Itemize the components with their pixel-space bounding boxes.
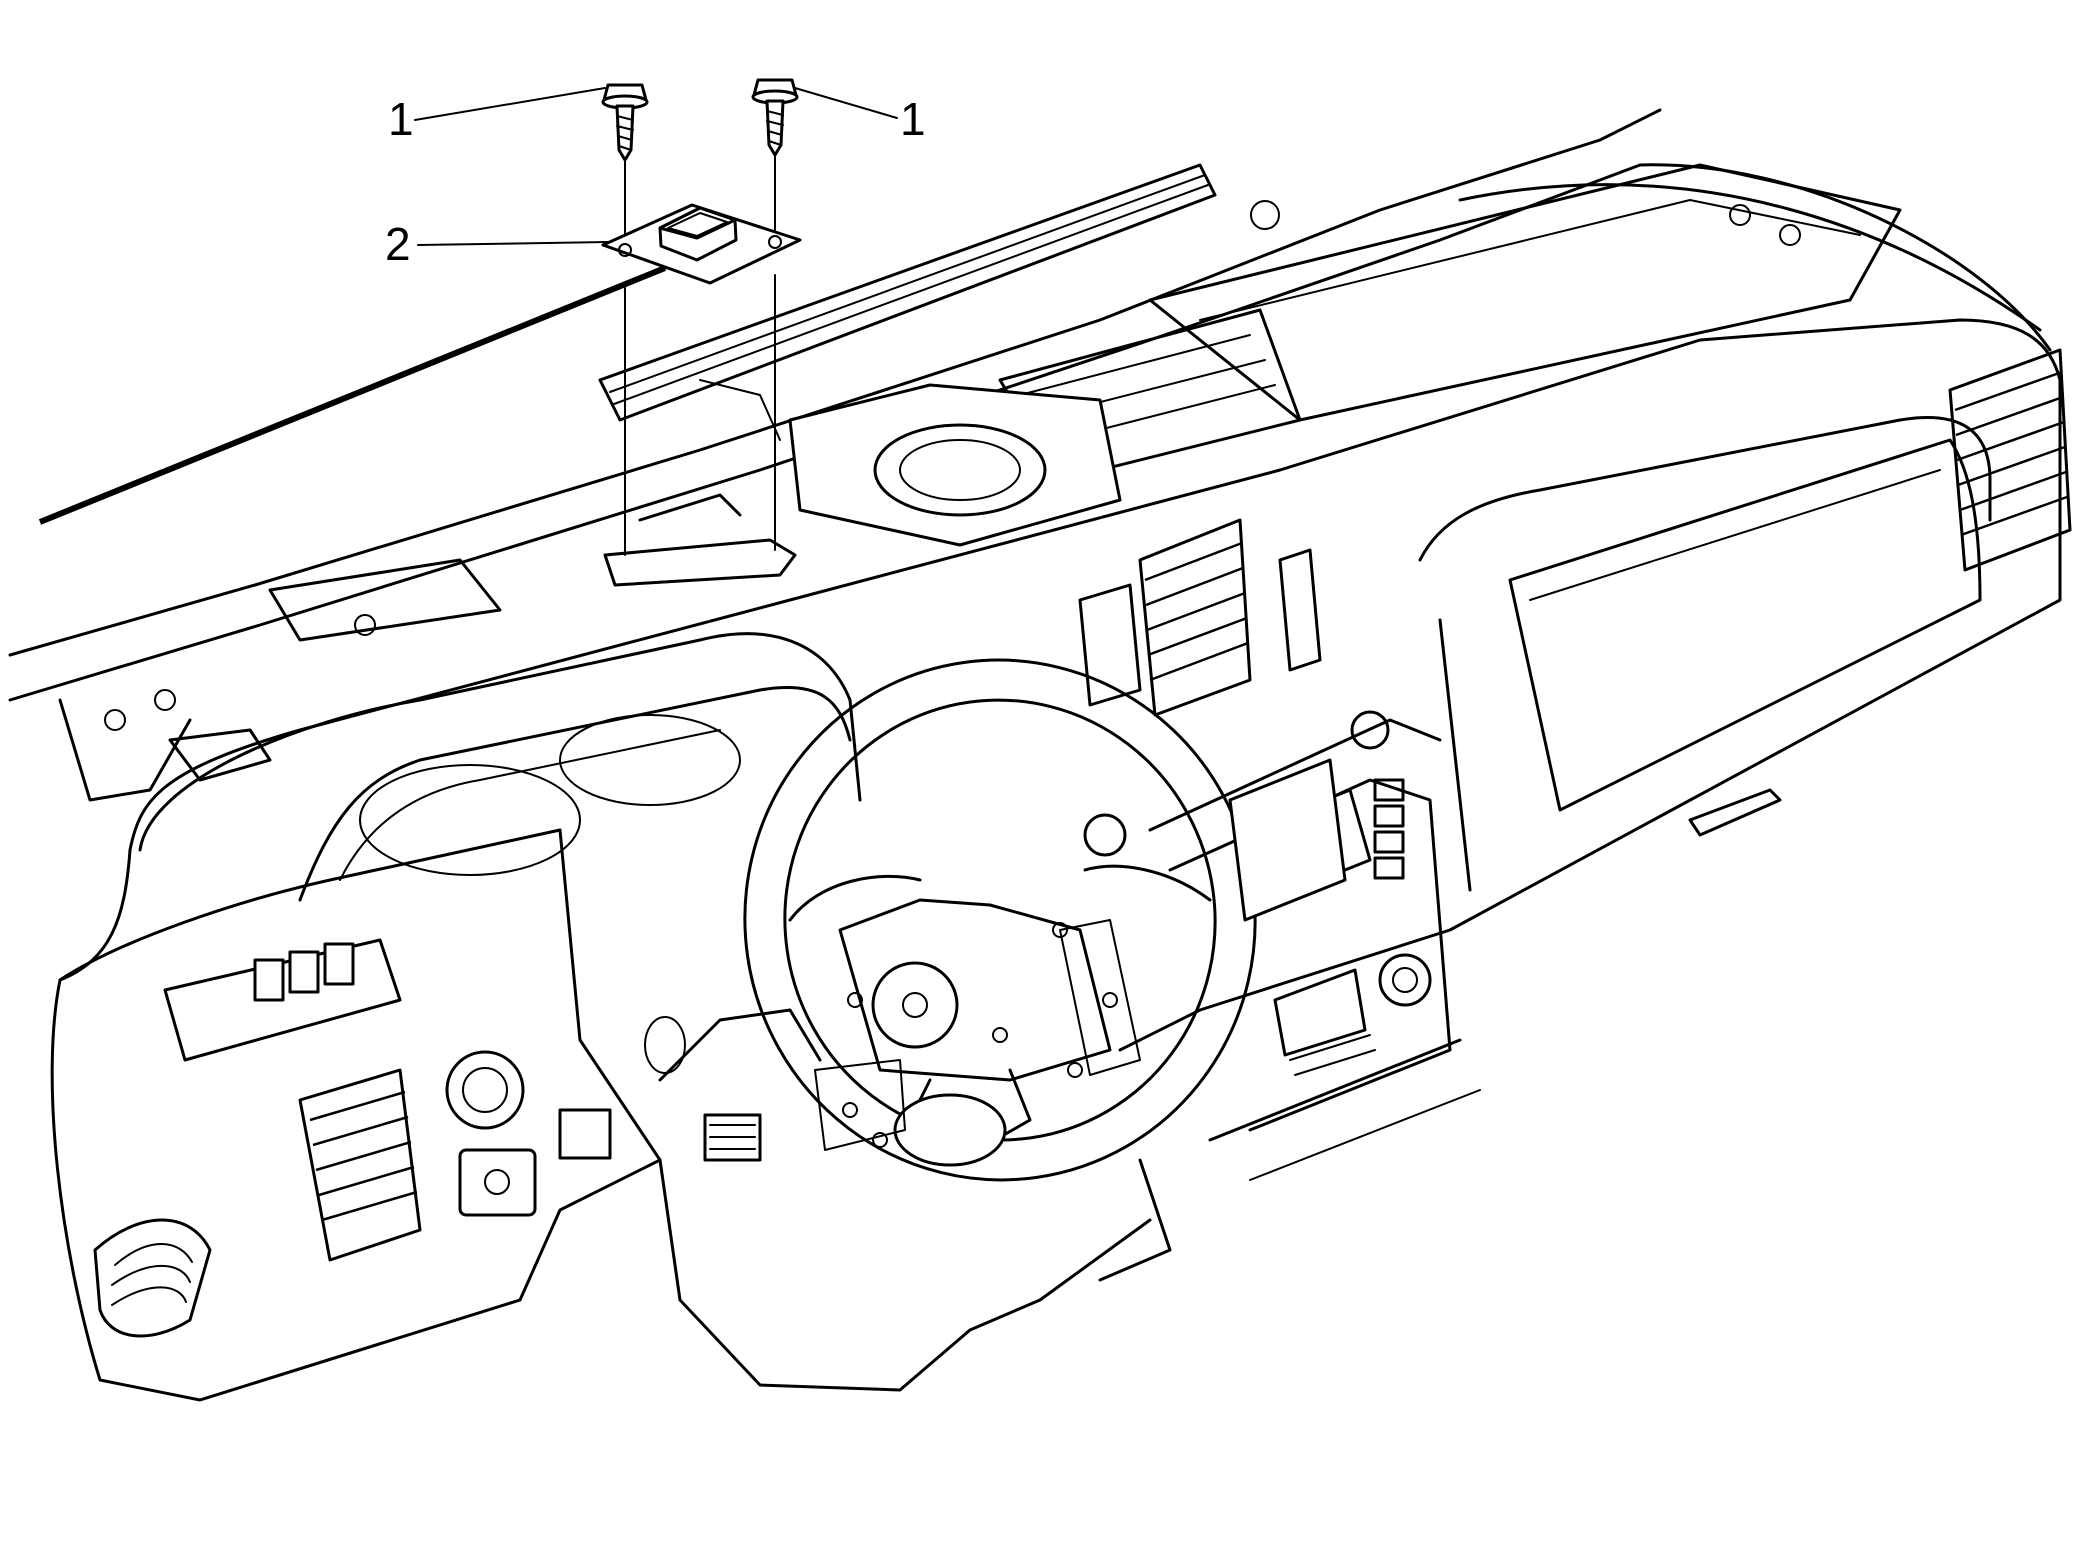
sensor-bracket xyxy=(601,203,802,285)
left-switch-panel xyxy=(163,938,402,1062)
headlamp-switch xyxy=(445,1050,537,1217)
steering-wheel-hub xyxy=(814,898,1141,1151)
center-stack xyxy=(1083,710,1452,1132)
bracket-mount-area xyxy=(603,379,797,587)
left-corner-vent xyxy=(93,1218,212,1338)
left-dash-vent xyxy=(298,1068,422,1262)
alignment-lines xyxy=(624,149,776,556)
callout-label-fastener-left: 1 xyxy=(388,93,414,145)
small-vent-left-center xyxy=(558,1108,762,1162)
callout-label-bracket: 2 xyxy=(385,218,411,270)
steering-wheel xyxy=(743,658,1257,1182)
right-dash-vent xyxy=(1948,348,2072,572)
center-vents xyxy=(1078,518,1322,717)
defroster-vent-strip xyxy=(598,163,1217,422)
lower-right-panel xyxy=(1208,1038,1481,1181)
center-stack-buttons xyxy=(1373,778,1405,880)
left-side-brackets xyxy=(58,558,502,802)
steering-column xyxy=(644,1008,1172,1282)
fastener-left xyxy=(601,83,649,162)
cluster-gauges xyxy=(359,714,741,876)
fastener-right xyxy=(751,78,799,157)
windshield-edge xyxy=(38,265,667,525)
center-speaker xyxy=(788,383,1122,547)
callout-label-fastener-right: 1 xyxy=(900,93,926,145)
leader-lines xyxy=(414,87,898,246)
right-dash-panel xyxy=(1418,416,1992,892)
instrument-cluster-hood xyxy=(138,632,862,902)
